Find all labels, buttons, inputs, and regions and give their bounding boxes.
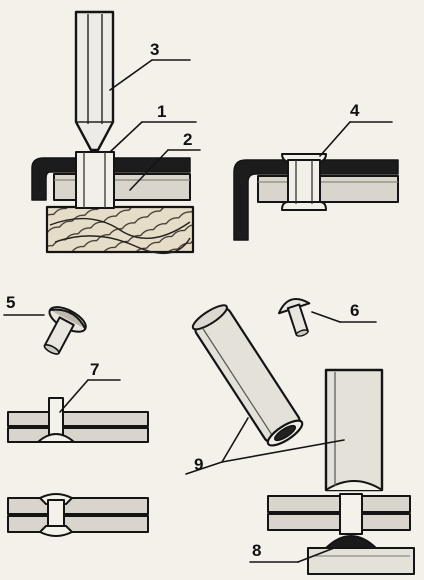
label-3: 3 (150, 40, 159, 59)
label-6: 6 (350, 301, 359, 320)
leader-4 (319, 121, 351, 157)
leader-6 (311, 311, 341, 323)
leader-9-tail (185, 461, 223, 475)
wood-base (45, 205, 195, 255)
flat-sheet (53, 173, 191, 201)
tube-9 (191, 304, 304, 447)
label-2: 2 (183, 130, 192, 149)
leader-1 (109, 121, 143, 153)
rivet-7 (37, 397, 75, 443)
leader-9-a (221, 417, 249, 463)
rivet-8 (325, 493, 377, 549)
punch-tool (74, 10, 115, 152)
leader-3 (109, 59, 153, 91)
leader-8 (297, 547, 335, 563)
leader-2 (129, 149, 169, 191)
rivet-4 (281, 153, 327, 211)
rivet-5 (43, 306, 87, 355)
label-4: 4 (350, 101, 360, 120)
tube-punch (324, 368, 384, 492)
panel-rivet-in-sheets: 7 (7, 360, 149, 443)
rivet-1 (75, 151, 115, 209)
label-9: 9 (194, 455, 203, 474)
label-5: 5 (6, 293, 15, 312)
leader-7 (59, 379, 89, 413)
label-8: 8 (252, 541, 261, 560)
leader-9-b (221, 439, 345, 463)
rivet-6 (277, 298, 311, 337)
panel-formed-joint (7, 493, 149, 537)
panel-tube-riveting: 9 8 (185, 368, 415, 575)
label-1: 1 (157, 102, 166, 121)
panel-formed-rivet: 4 (233, 101, 399, 241)
label-7: 7 (90, 360, 99, 379)
flat-sheet-b (257, 175, 399, 203)
rivet-formed (39, 493, 73, 537)
angle-sheet-b (233, 159, 399, 241)
panel-riveting-punch: 3 1 2 (31, 10, 201, 255)
